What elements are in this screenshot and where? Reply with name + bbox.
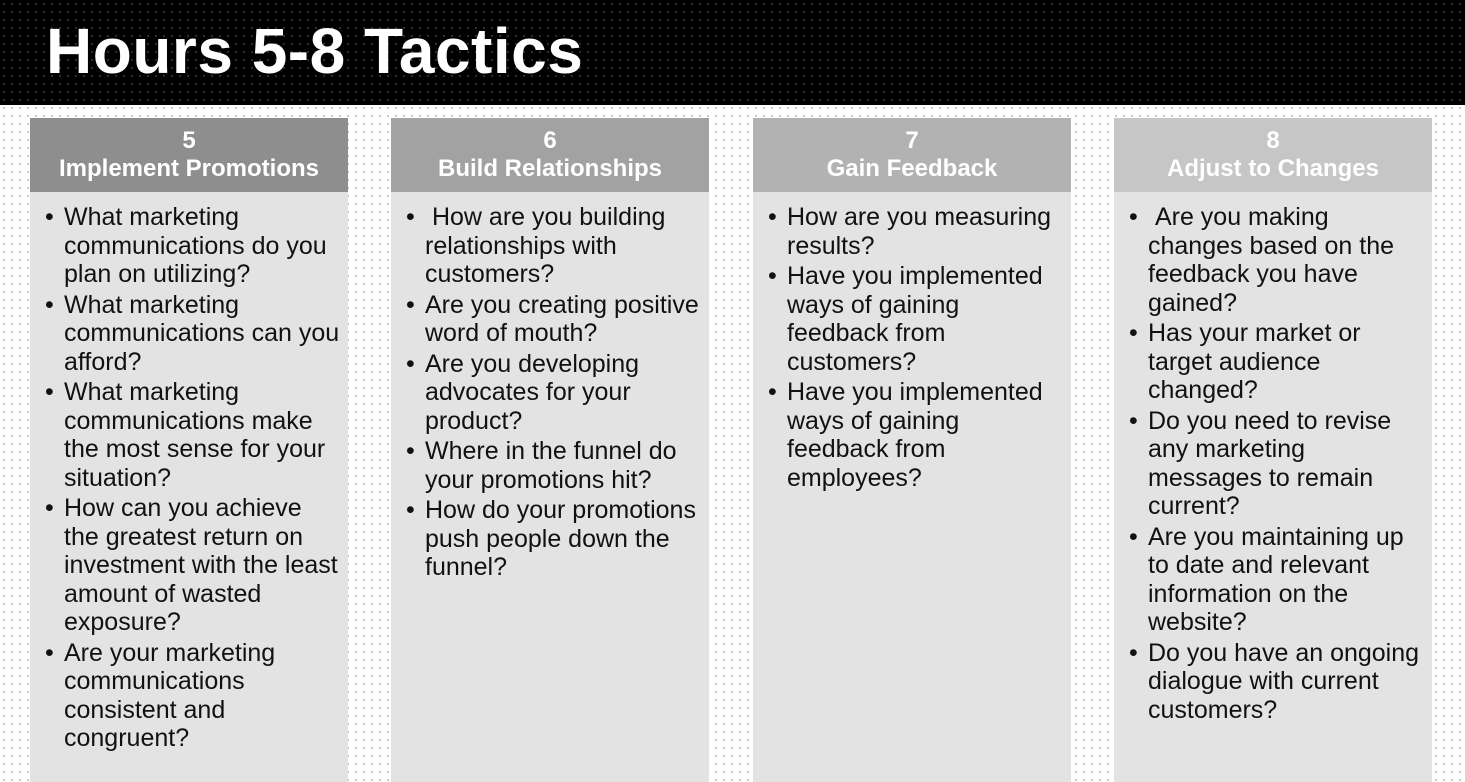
column-name: Implement Promotions	[58, 155, 320, 182]
question-text: Are you maintaining up to date and relev…	[1148, 522, 1404, 637]
question-text: How do your promotions push people down …	[425, 496, 696, 581]
bullet-icon: •	[45, 203, 54, 231]
column-name: Gain Feedback	[826, 155, 998, 182]
column-header: 8 Adjust to Changes	[1114, 118, 1432, 192]
column-hour-6: 6 Build Relationships • How are you buil…	[391, 118, 709, 782]
question-text: Are you making changes based on the feed…	[1148, 203, 1401, 317]
column-number: 5	[182, 127, 196, 154]
bullet-icon: •	[768, 378, 777, 406]
list-item: • How do your promotions push people down…	[406, 496, 701, 582]
bullet-icon: •	[1129, 522, 1138, 551]
bullet-icon: •	[768, 262, 777, 290]
column-header: 6 Build Relationships	[391, 118, 709, 192]
column-hour-7: 7 Gain Feedback • How are you measuring r…	[753, 118, 1071, 782]
question-list: • What marketing communications do you pl…	[30, 192, 348, 753]
bullet-icon: •	[45, 638, 54, 667]
list-item: • How are you building relationships wit…	[406, 203, 701, 289]
bullet-icon: •	[406, 437, 415, 465]
question-text: How are you measuring results?	[787, 203, 1052, 260]
list-item: • Do you have an ongoing dialogue with cu…	[1129, 639, 1424, 725]
list-item: • What marketing communications can you a…	[45, 291, 340, 377]
question-text: Are you creating positive word of mouth?	[425, 290, 699, 348]
list-item: • What marketing communications make the …	[45, 378, 340, 492]
question-text: What marketing communications can you af…	[64, 290, 340, 376]
bullet-icon: •	[1129, 406, 1138, 435]
title-bar: Hours 5-8 Tactics	[0, 0, 1465, 105]
question-list: • Are you making changes based on the fe…	[1114, 192, 1432, 724]
list-item: • Have you implemented ways of gaining fe…	[768, 378, 1063, 492]
list-item: • Are you maintaining up to date and rele…	[1129, 523, 1424, 637]
list-item: • Where in the funnel do your promotions …	[406, 437, 701, 494]
bullet-icon: •	[768, 203, 777, 231]
column-header: 5 Implement Promotions	[30, 118, 348, 192]
list-item: • Are your marketing communications consi…	[45, 639, 340, 753]
list-item: • What marketing communications do you pl…	[45, 203, 340, 289]
slide-title: Hours 5-8 Tactics	[46, 15, 584, 87]
list-item: • Has your market or target audience chan…	[1129, 319, 1424, 405]
question-text: Have you implemented ways of gaining fee…	[787, 262, 1043, 376]
column-header: 7 Gain Feedback	[753, 118, 1071, 192]
bullet-icon: •	[45, 378, 54, 406]
bullet-icon: •	[1129, 319, 1138, 347]
question-text: Have you implemented ways of gaining fee…	[787, 378, 1043, 492]
column-number: 6	[543, 127, 557, 154]
question-list: • How are you measuring results? • Have yo…	[753, 192, 1071, 492]
question-text: What marketing communications make the m…	[64, 378, 326, 492]
list-item: • Have you implemented ways of gaining fe…	[768, 262, 1063, 376]
question-text: How can you achieve the greatest return …	[64, 494, 338, 636]
bullet-icon: •	[406, 496, 415, 524]
bullet-icon: •	[45, 290, 54, 319]
column-hour-8: 8 Adjust to Changes • Are you making cha…	[1114, 118, 1432, 782]
question-text: Are you developing advocates for your pr…	[425, 349, 640, 435]
list-item: • Are you making changes based on the fe…	[1129, 203, 1424, 317]
list-item: • Are you creating positive word of mouth…	[406, 291, 701, 348]
column-name: Build Relationships	[437, 155, 662, 182]
list-item: • How are you measuring results?	[768, 203, 1063, 260]
question-text: How are you building relationships with …	[425, 203, 673, 288]
question-text: Do you have an ongoing dialogue with cur…	[1148, 638, 1420, 724]
bullet-icon: •	[406, 349, 415, 378]
column-number: 7	[905, 127, 919, 154]
list-item: • Are you developing advocates for your p…	[406, 350, 701, 436]
question-list: • How are you building relationships wit…	[391, 192, 709, 582]
column-name: Adjust to Changes	[1166, 155, 1379, 182]
question-text: What marketing communications do you pla…	[64, 203, 327, 288]
question-text: Has your market or target audience chang…	[1148, 319, 1361, 404]
bullet-icon: •	[1129, 203, 1138, 231]
list-item: • How can you achieve the greatest return…	[45, 494, 340, 637]
question-text: Are your marketing communications consis…	[64, 638, 276, 753]
bullet-icon: •	[406, 290, 415, 319]
bullet-icon: •	[1129, 638, 1138, 667]
bullet-icon: •	[406, 203, 415, 231]
question-text: Where in the funnel do your promotions h…	[425, 437, 677, 494]
column-hour-5: 5 Implement Promotions • What marketing c…	[30, 118, 348, 782]
bullet-icon: •	[45, 494, 54, 522]
column-number: 8	[1266, 127, 1280, 154]
question-text: Do you need to revise any marketing mess…	[1148, 406, 1392, 521]
list-item: • Do you need to revise any marketing mes…	[1129, 407, 1424, 521]
